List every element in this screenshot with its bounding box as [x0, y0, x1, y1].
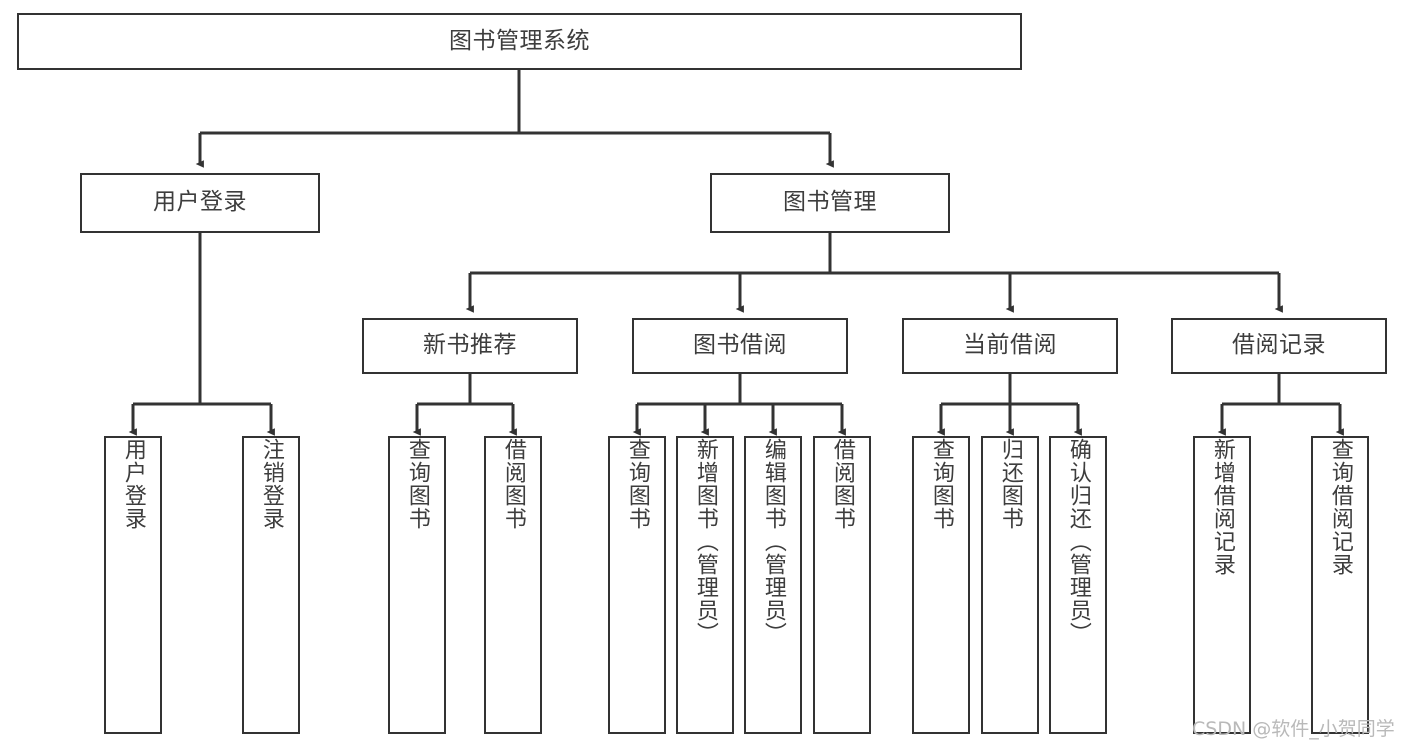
node-user-login[interactable]: 用户登录 [80, 173, 320, 233]
node-label: 归还图书 [997, 438, 1023, 530]
node-label: 查询借阅记录 [1327, 438, 1353, 576]
leaf-borrow-book[interactable]: 借阅图书 [813, 436, 871, 734]
node-label: 查询图书 [624, 438, 650, 530]
node-book-borrow[interactable]: 图书借阅 [632, 318, 848, 374]
leaf-user-login[interactable]: 用户登录 [104, 436, 162, 734]
node-new-book-recommend[interactable]: 新书推荐 [362, 318, 578, 374]
node-label: 编辑图书（管理员） [760, 438, 786, 645]
node-borrow-record[interactable]: 借阅记录 [1171, 318, 1387, 374]
leaf-confirm-return[interactable]: 确认归还（管理员） [1049, 436, 1107, 734]
node-label: 图书管理 [783, 189, 877, 216]
leaf-query-book-borrow[interactable]: 查询图书 [608, 436, 666, 734]
node-label: 新增图书（管理员） [692, 438, 718, 645]
node-label: 新书推荐 [423, 332, 517, 359]
leaf-query-book-current[interactable]: 查询图书 [912, 436, 970, 734]
node-label: 确认归还（管理员） [1065, 438, 1091, 645]
node-label: 注销登录 [258, 438, 284, 530]
node-label: 查询图书 [404, 438, 430, 530]
node-label: 图书借阅 [693, 332, 787, 359]
node-label: 借阅图书 [829, 438, 855, 530]
node-label: 查询图书 [928, 438, 954, 530]
leaf-add-borrow-record[interactable]: 新增借阅记录 [1193, 436, 1251, 734]
leaf-borrow-book-recommend[interactable]: 借阅图书 [484, 436, 542, 734]
node-book-manage[interactable]: 图书管理 [710, 173, 950, 233]
leaf-logout[interactable]: 注销登录 [242, 436, 300, 734]
node-current-borrow[interactable]: 当前借阅 [902, 318, 1118, 374]
node-label: 用户登录 [153, 189, 247, 216]
node-label: 新增借阅记录 [1209, 438, 1235, 576]
leaf-add-book[interactable]: 新增图书（管理员） [676, 436, 734, 734]
leaf-edit-book[interactable]: 编辑图书（管理员） [744, 436, 802, 734]
leaf-query-book-recommend[interactable]: 查询图书 [388, 436, 446, 734]
leaf-return-book[interactable]: 归还图书 [981, 436, 1039, 734]
node-label: 图书管理系统 [449, 27, 590, 54]
node-label: 用户登录 [120, 438, 146, 530]
node-label: 借阅记录 [1232, 332, 1326, 359]
leaf-query-borrow-record[interactable]: 查询借阅记录 [1311, 436, 1369, 734]
node-label: 借阅图书 [500, 438, 526, 530]
csdn-watermark: CSDN @软件_小贺同学 [1192, 718, 1395, 740]
node-label: 当前借阅 [963, 332, 1057, 359]
node-root-system[interactable]: 图书管理系统 [17, 13, 1022, 70]
